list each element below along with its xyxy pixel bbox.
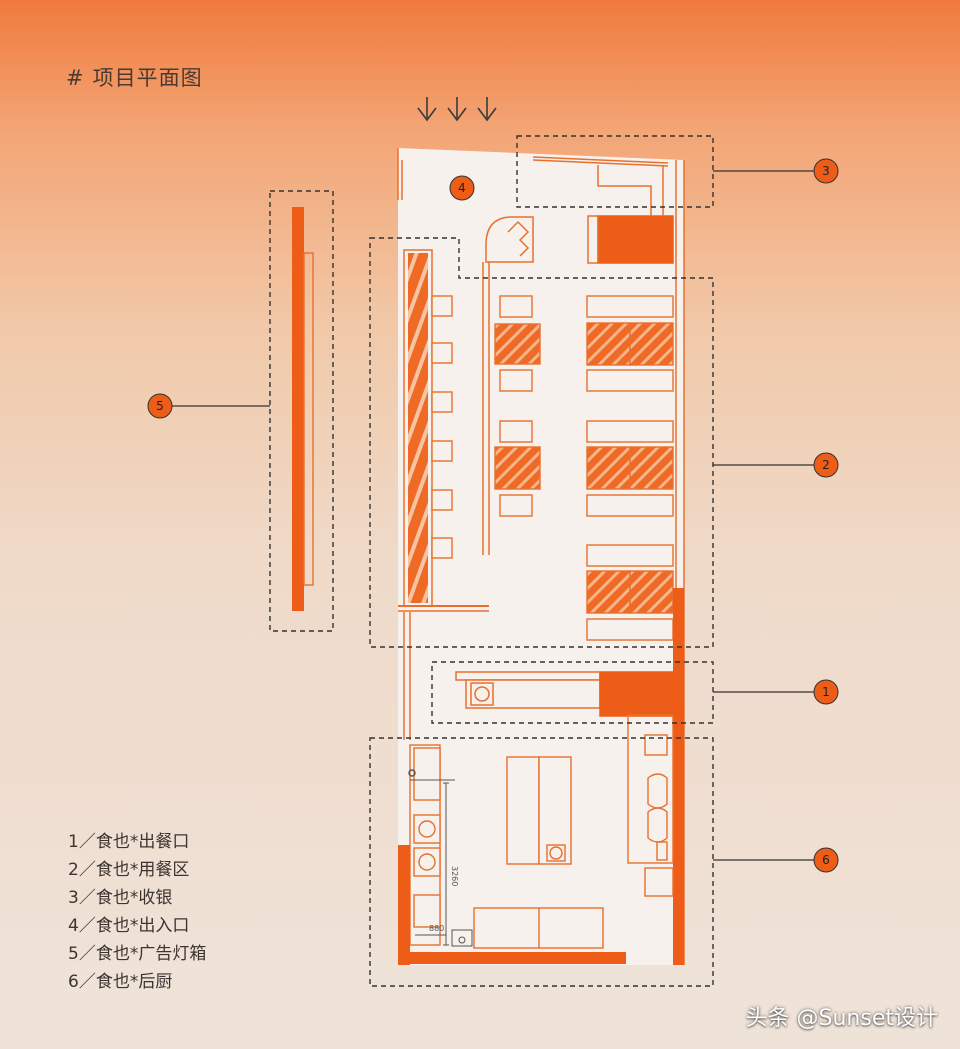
page-title-text: 项目平面图 <box>92 66 203 90</box>
legend-item: 2／食也*用餐区 <box>68 860 190 880</box>
small-tables <box>494 295 541 517</box>
long-tables <box>586 295 674 641</box>
callout-badge-5: 5 <box>147 393 173 419</box>
stair <box>482 216 534 555</box>
callout-number-4: 4 <box>458 181 466 195</box>
callout-number-2: 2 <box>822 458 830 472</box>
page-title: # 项目平面图 <box>66 62 203 92</box>
legend-item: 1／食也*出餐口 <box>68 832 190 852</box>
legend-item: 5／食也*广告灯箱 <box>68 944 207 964</box>
legend-item: 4／食也*出入口 <box>68 916 190 936</box>
hash-mark: # <box>66 66 85 90</box>
entrance-arrows <box>417 97 497 122</box>
dimension-horizontal: 880 <box>429 924 444 933</box>
entrance-arrow-icon <box>417 97 437 122</box>
legend: 1／食也*出餐口 2／食也*用餐区 3／食也*收银 4／食也*出入口 5／食也*… <box>68 828 206 996</box>
callout-number-3: 3 <box>822 164 830 178</box>
legend-item: 6／食也*后厨 <box>68 972 173 992</box>
callout-badge-4: 4 <box>449 175 475 201</box>
zone-box-5 <box>269 190 334 632</box>
leader-lines <box>172 170 814 861</box>
entrance-arrow-icon <box>447 97 467 122</box>
watermark: 头条 @Sunset设计 <box>745 1006 938 1031</box>
bar-stools <box>431 295 453 559</box>
pass-counter <box>455 671 674 717</box>
entrance-arrow-icon <box>477 97 497 122</box>
callout-badge-1: 1 <box>813 679 839 705</box>
wall-right-thick <box>673 588 684 965</box>
floor-dining <box>398 148 684 655</box>
bar-counter <box>398 249 489 612</box>
zone-box-2 <box>369 237 714 648</box>
lightbox <box>292 207 314 611</box>
kitchen <box>408 714 674 949</box>
callout-number-1: 1 <box>822 685 830 699</box>
callout-badges: 3 2 1 6 5 4 <box>147 158 839 873</box>
callout-badge-2: 2 <box>813 452 839 478</box>
kitchen-wall-bottom <box>398 952 626 964</box>
kitchen-wall-left <box>398 845 410 965</box>
callout-badge-3: 3 <box>813 158 839 184</box>
zone-box-3 <box>516 135 714 208</box>
legend-item: 3／食也*收银 <box>68 888 173 908</box>
callout-number-6: 6 <box>822 853 830 867</box>
partition <box>403 612 411 740</box>
zone-boxes <box>269 135 714 987</box>
dimension-vertical: 3260 <box>450 866 459 886</box>
zone-box-6 <box>369 737 714 987</box>
callout-number-5: 5 <box>156 399 164 413</box>
callout-badge-6: 6 <box>813 847 839 873</box>
